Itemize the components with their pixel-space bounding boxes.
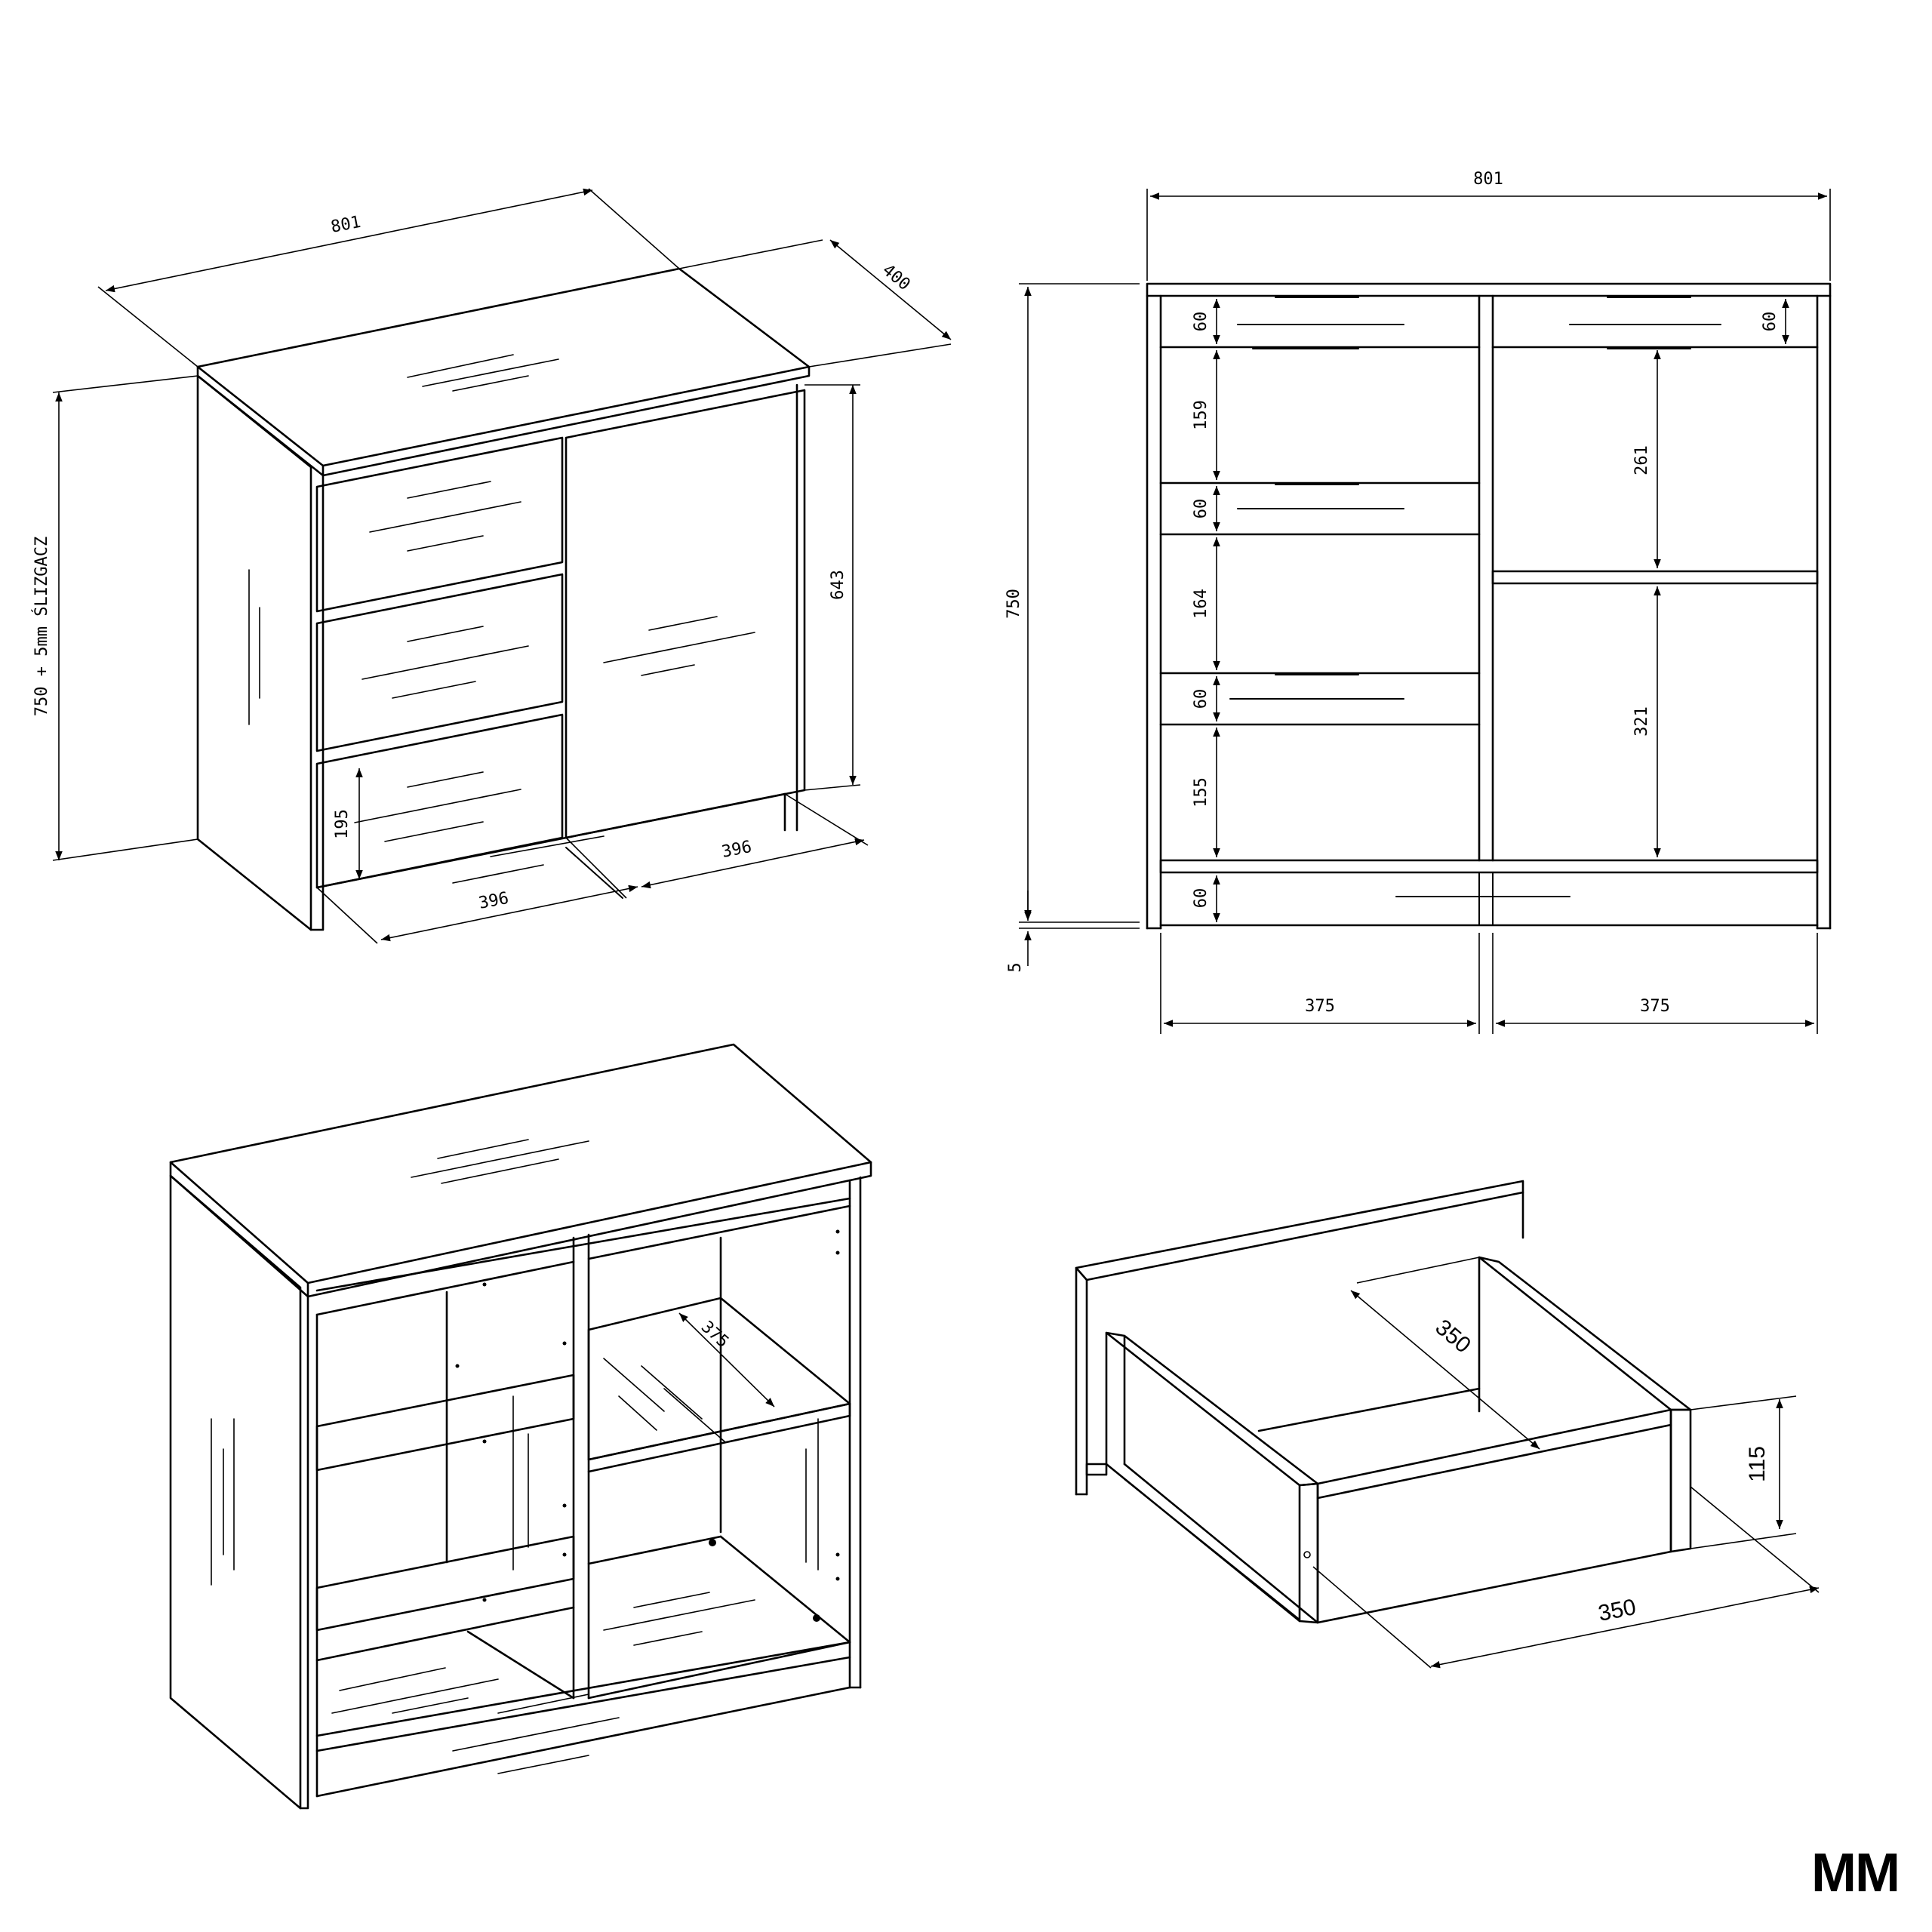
dim-iso-drawer-height: 195 <box>333 809 352 839</box>
front-elevation-view: 801 750 5 60 159 60 164 60 155 60 60 261… <box>1004 170 1832 1034</box>
dim-left-155: 155 <box>1192 777 1211 808</box>
front-elevation-dimensions <box>1019 189 1831 1034</box>
drawer-dimensions <box>1312 1257 1820 1669</box>
dim-left-164: 164 <box>1192 589 1211 619</box>
dim-iso-door-height: 643 <box>829 570 848 600</box>
iso-closed-dimensions <box>52 188 952 944</box>
dim-iso-depth: 400 <box>878 260 914 294</box>
iso-closed-view: 801 400 750 + 5mm ŚLIZGACZ 643 195 396 3… <box>32 188 952 944</box>
dim-iso-width: 801 <box>329 213 362 237</box>
dim-left-60-b: 60 <box>1192 499 1211 519</box>
dim-left-60-c: 60 <box>1192 689 1211 709</box>
dim-right-321: 321 <box>1632 706 1651 737</box>
drawer-view: 350 115 350 <box>1075 1180 1820 1669</box>
dim-left-60-a: 60 <box>1192 312 1211 332</box>
iso-open-view: 375 <box>169 1043 872 1810</box>
dim-right-261: 261 <box>1632 445 1651 475</box>
dim-drawer-width: 350 <box>1596 1595 1638 1626</box>
reflection-hatching <box>248 354 755 884</box>
dim-right-60: 60 <box>1761 312 1780 332</box>
dim-drawer-depth: 350 <box>1431 1315 1476 1358</box>
dim-front-height: 750 <box>1004 589 1023 619</box>
dim-left-159: 159 <box>1192 400 1211 430</box>
dim-iso-bottom-right: 396 <box>720 838 753 862</box>
handle-marks <box>1229 297 1721 926</box>
brand-logo: MM <box>1811 1843 1899 1903</box>
dim-front-glide: 5 <box>1006 962 1025 972</box>
dim-iso-bottom-left: 396 <box>477 889 510 913</box>
dim-inner-right: 375 <box>1640 997 1670 1016</box>
shelf-holes <box>455 1229 840 1622</box>
open-hatching <box>211 1139 819 1774</box>
dim-inner-left: 375 <box>1305 997 1335 1016</box>
dim-drawer-height: 115 <box>1745 1446 1770 1482</box>
dim-front-width: 801 <box>1473 170 1503 189</box>
dim-shelf-depth: 375 <box>697 1318 732 1352</box>
dim-bottom-60: 60 <box>1192 888 1211 909</box>
dim-iso-height: 750 + 5mm ŚLIZGACZ <box>32 537 51 716</box>
